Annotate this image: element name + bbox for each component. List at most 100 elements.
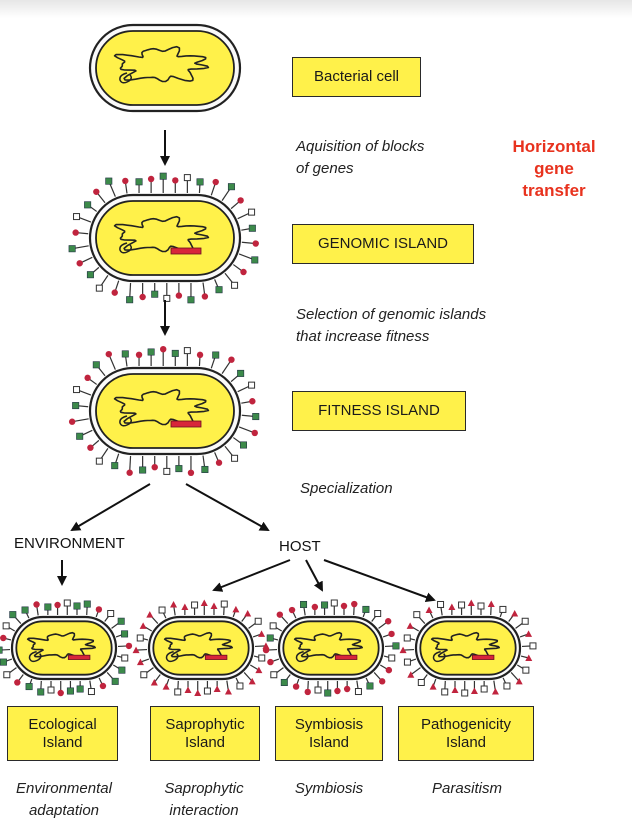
saprophytic-cell (132, 599, 270, 696)
pilus-tip-box (403, 634, 411, 642)
pilus-tip-box (388, 654, 396, 662)
pilus-tip-square (76, 432, 84, 440)
pilus-tip-dot (187, 469, 195, 476)
pilus-tip-square (227, 183, 235, 191)
genomic-island-box: GENOMIC ISLAND (292, 224, 474, 264)
pilus-tip-box (163, 467, 171, 475)
island-label-line: Symbiosis (294, 716, 364, 734)
pilus-tip-triangle (399, 646, 407, 654)
pilus-tip-square (280, 678, 288, 686)
pilus-tip-dot (54, 601, 61, 609)
pilus-tip-dot (122, 177, 129, 185)
pilus-tip-box (191, 601, 199, 609)
pilus-tip-dot (340, 602, 348, 610)
pilus-tip-dot (240, 268, 247, 276)
pilus-tip-dot (68, 418, 76, 425)
pilus-tip-dot (87, 444, 94, 451)
pilus-tip-box (236, 682, 244, 690)
pilus-tip-square (248, 224, 256, 232)
outcome-line: Environmental (16, 780, 112, 797)
pilus-tip-dot (135, 351, 143, 358)
arrow-to-host (185, 483, 270, 531)
pilus-tip-square (175, 465, 183, 473)
pilus-tip-box (73, 213, 81, 221)
pilus-tip-triangle (146, 611, 154, 618)
pilus-tip-square (117, 617, 125, 625)
island-segment (170, 420, 202, 428)
pilus-tip-dot (288, 606, 296, 614)
pilus-tip-square (37, 688, 45, 696)
pilus-tip-box (87, 688, 95, 696)
pilus-tip-box (499, 605, 507, 613)
cytoplasm (419, 620, 517, 676)
pilus-tip-dot (172, 177, 179, 184)
pilus-tip-square (362, 605, 370, 613)
pilus-tip-triangle (511, 610, 519, 617)
pilus-tip-dot (111, 289, 118, 296)
pilus-tip-dot (249, 398, 256, 405)
pilus-tip-square (321, 601, 329, 609)
parasitism-caption: Parasitism (405, 778, 529, 800)
cytoplasm (15, 620, 113, 676)
pilus-tip-dot (175, 292, 183, 299)
symbiosis-island-box: Symbiosis Island (275, 706, 383, 761)
pilus-tip-dot (33, 601, 40, 608)
pilus-tip-square (21, 606, 29, 614)
pilus-tip-box (480, 685, 488, 693)
pilus-tip-dot (151, 464, 158, 471)
pilus-tip-triangle (210, 602, 218, 609)
pilus-tip-dot (57, 689, 64, 697)
pilus-tip-box (121, 654, 129, 662)
island-label-line: Island (42, 733, 83, 751)
pilus-tip-square (73, 602, 81, 610)
pilus-tip-square (324, 689, 332, 697)
arrow-host-saprophytic (212, 559, 291, 592)
pilus-tip-dot (0, 634, 7, 642)
chromosome-loop (119, 242, 133, 254)
pilus-tip-triangle (162, 683, 170, 690)
pilus-tip-square (72, 402, 80, 410)
top-shade (0, 0, 632, 18)
pilus-tip-square (44, 603, 52, 611)
island-segment (67, 654, 91, 660)
bacterial-cell-box: Bacterial cell (292, 57, 421, 97)
pilus-tip-dot (126, 469, 133, 476)
arrow-host-symbiosis (305, 559, 323, 592)
pilus-tip-triangle (406, 622, 414, 629)
pilus-tip-box (183, 174, 191, 182)
pilus-tip-triangle (525, 654, 533, 662)
pilus-tip-square (86, 271, 94, 279)
pilus-tip-square (237, 369, 245, 377)
island-segment (334, 654, 358, 660)
pilus-tip-dot (311, 603, 319, 611)
pilus-tip-dot (196, 351, 204, 359)
selection-caption-line: that increase fitness (296, 327, 430, 345)
environment-heading: ENVIRONMENT (14, 535, 125, 552)
pilus-tip-box (314, 686, 322, 694)
pilus-tip-square (76, 685, 84, 693)
pilus-tip-triangle (132, 646, 140, 654)
pilus-tip-box (2, 622, 10, 630)
pilus-tip-square (121, 350, 129, 358)
pilus-tip-box (529, 642, 537, 650)
pilus-tip-triangle (150, 678, 158, 686)
cytoplasm (282, 620, 380, 676)
arrow-host-pathogenicity (323, 559, 436, 602)
pilus-tip-box (374, 610, 382, 618)
pilus-tip-box (107, 610, 115, 618)
pilus-tip-box (477, 602, 485, 610)
cytoplasm (95, 30, 235, 106)
pilus-tip-dot (76, 260, 83, 267)
pilus-tip-box (73, 386, 81, 394)
pilus-tip-box (174, 688, 182, 696)
outcome-line: Saprophytic (164, 780, 244, 797)
pilus-tip-box (3, 671, 11, 679)
pilus-tip-square (251, 256, 259, 264)
island-label-line: Saprophytic (165, 716, 245, 734)
pilus-tip-box (522, 666, 530, 674)
pilus-tip-dot (212, 178, 219, 186)
pilus-tip-dot (72, 229, 79, 236)
pilus-tip-box (203, 687, 211, 695)
pilus-tip-triangle (136, 658, 144, 666)
pilus-tip-square (147, 348, 155, 356)
